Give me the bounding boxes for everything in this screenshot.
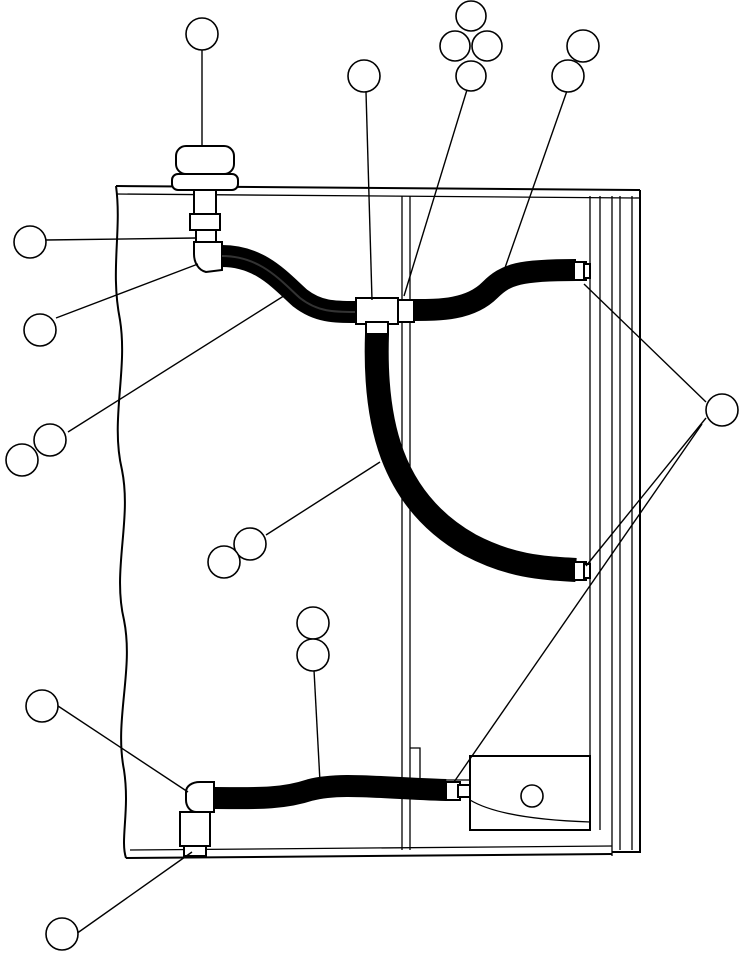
callout-bubble xyxy=(33,423,67,457)
callout-bubble xyxy=(551,59,585,93)
callout-bubble xyxy=(207,545,241,579)
callout-bubble xyxy=(233,527,267,561)
callout-bubble xyxy=(296,638,330,672)
callout-bubble xyxy=(471,30,503,62)
lower-hose xyxy=(213,774,471,810)
callout-bubble xyxy=(347,59,381,93)
upper-hose xyxy=(221,245,357,323)
callout-bubble xyxy=(25,689,59,723)
callout-bubble xyxy=(455,0,487,32)
callout-bubble xyxy=(520,784,544,808)
tee-fitting xyxy=(355,297,415,335)
lower-elbow xyxy=(179,781,215,857)
leader-lines xyxy=(45,50,707,935)
callout-bubble xyxy=(705,393,739,427)
callout-bubble xyxy=(455,60,487,92)
callout-bubble xyxy=(185,17,219,51)
callout-bubble xyxy=(45,917,79,951)
callout-bubble xyxy=(5,443,39,477)
curved-hose xyxy=(364,333,591,582)
upper-elbow xyxy=(193,241,223,274)
callout-bubble xyxy=(13,225,47,259)
upper-right-hose xyxy=(413,259,591,321)
callout-bubbles xyxy=(5,0,739,951)
callout-bubble xyxy=(296,606,330,640)
callout-bubble xyxy=(23,313,57,347)
callout-bubble xyxy=(439,30,471,62)
panel-frame xyxy=(114,185,641,859)
callout-bubble xyxy=(566,29,600,63)
breather-cap xyxy=(171,145,239,243)
